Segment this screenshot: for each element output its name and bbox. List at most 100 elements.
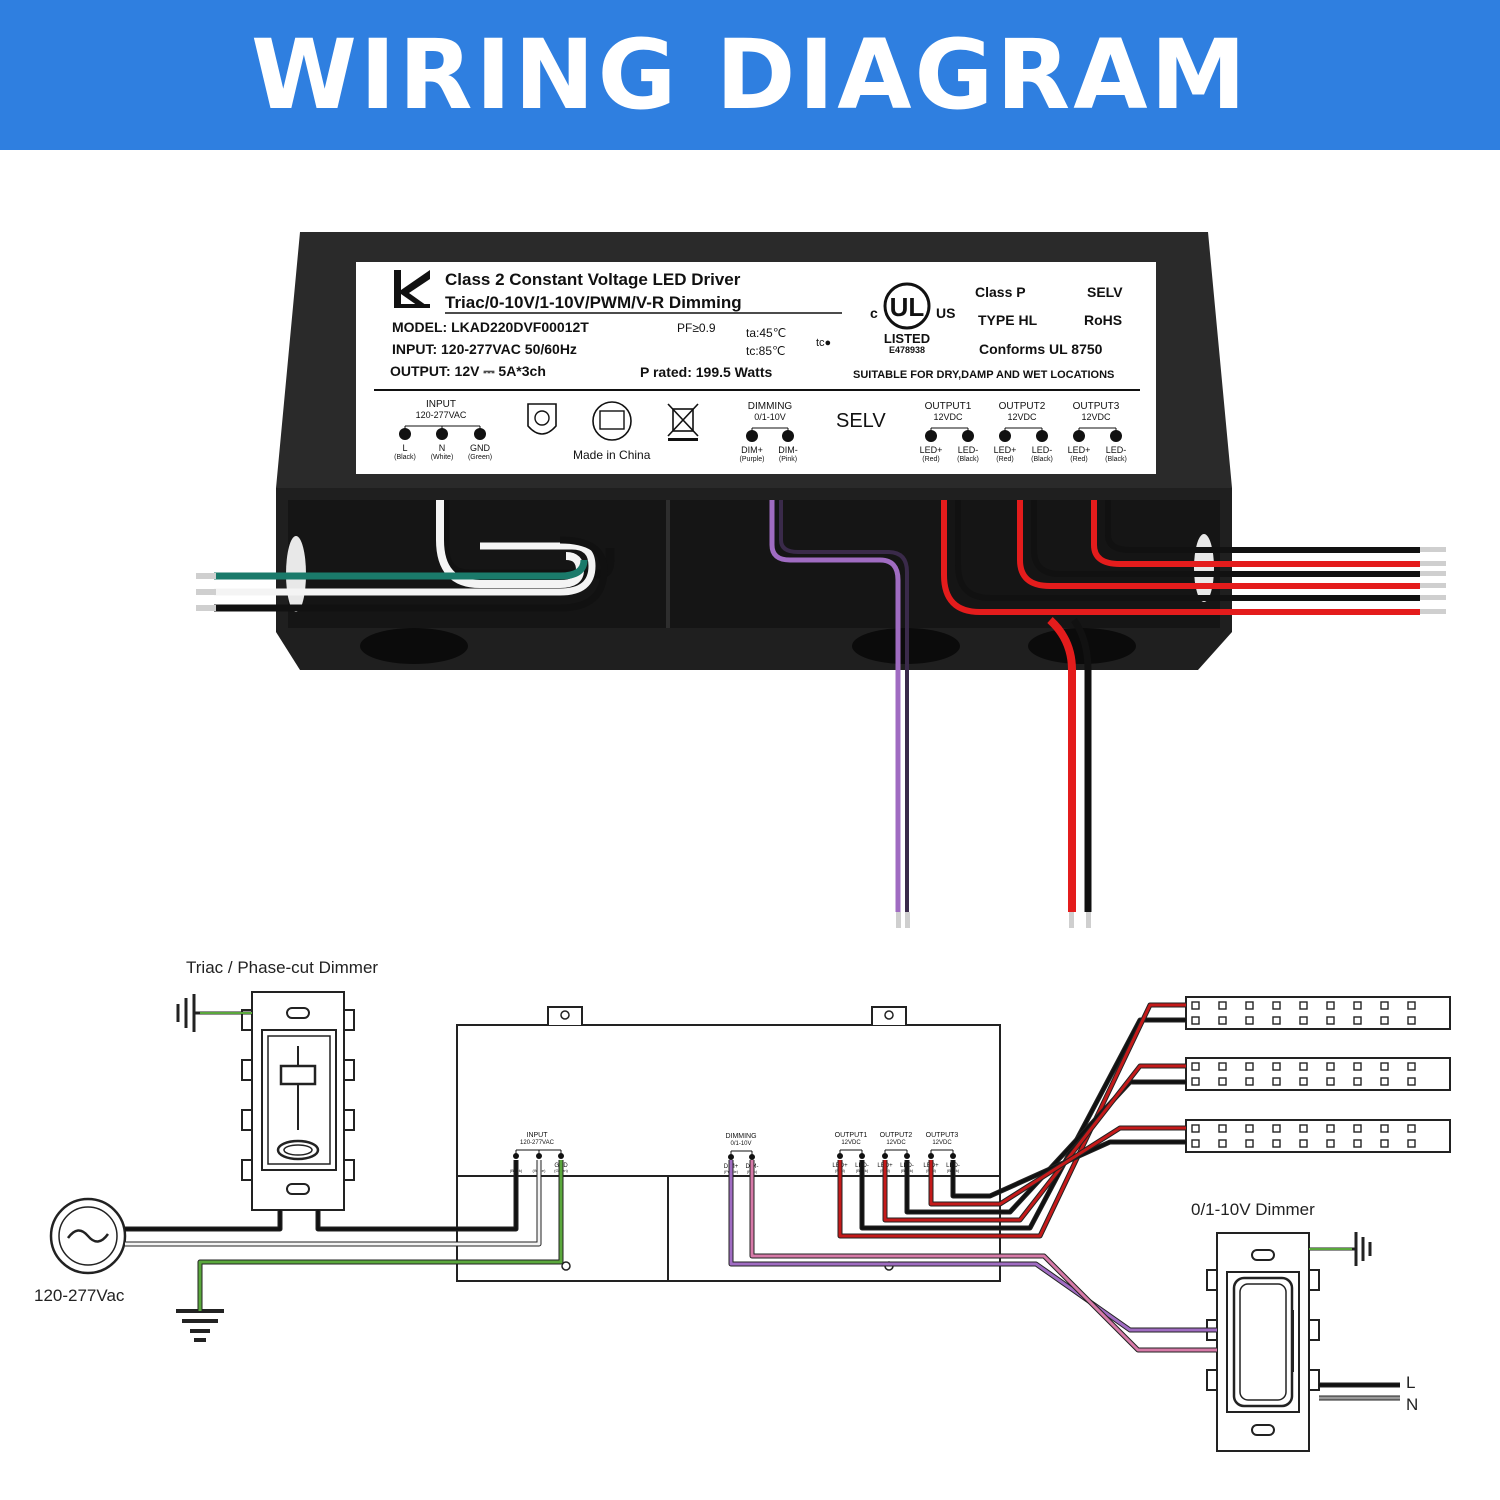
led-chip <box>1380 1062 1389 1071</box>
label-type-hl: TYPE HL <box>978 312 1038 328</box>
schem-wire-line-dimmed <box>316 1160 518 1231</box>
terminal-pin-color: (Black) <box>1105 456 1127 463</box>
led-chip <box>1245 1139 1254 1148</box>
terminal-pin-color: (Black) <box>1031 456 1053 463</box>
wire-tip <box>1420 583 1446 588</box>
photo-wires <box>196 500 1446 928</box>
terminal-pin <box>749 1154 755 1160</box>
led-chip <box>1191 1016 1200 1025</box>
photo-output2-plus <box>1017 500 1420 589</box>
label-rated-power: P rated: 199.5 Watts <box>640 364 772 380</box>
weee-bin-icon <box>667 403 699 441</box>
terminal-pin-color: (Black) <box>394 454 416 461</box>
terminal-pin-name: LED+ <box>1068 445 1091 455</box>
wire-tip <box>1086 912 1091 928</box>
terminal-pin <box>1073 430 1085 442</box>
led-chip <box>1326 1062 1335 1071</box>
terminal-pin <box>399 428 411 440</box>
led-strip <box>1185 1057 1451 1091</box>
led-chip <box>1299 1016 1308 1025</box>
schem-wire-dim-minus <box>750 1160 1217 1352</box>
terminal-pin-color: (Purple) <box>740 456 765 463</box>
led-chip <box>1272 1139 1281 1148</box>
led-chip <box>1299 1077 1308 1086</box>
terminal-group-subtitle: 120-277VAC <box>520 1140 555 1146</box>
terminal-pin-color: (Red) <box>996 456 1014 463</box>
schem-output2-minus <box>905 1080 1186 1214</box>
terminal-pin <box>728 1154 734 1160</box>
terminal-group-subtitle: 12VDC <box>1081 412 1111 422</box>
terminal-group-subtitle: 0/1-10V <box>754 412 786 422</box>
dimmer-ground-icon <box>1309 1232 1372 1266</box>
schem-output2-plus <box>883 1064 1186 1222</box>
photo-wire-dim-plus <box>769 500 901 912</box>
driver-photo: Class 2 Constant Voltage LED Driver Tria… <box>196 232 1446 928</box>
terminal-pin-name: LED- <box>958 445 979 455</box>
terminal-group-subtitle: 120-277VAC <box>416 410 467 420</box>
label-dimming-types: Triac/0-10V/1-10V/PWM/V-R Dimming <box>445 293 742 312</box>
schem-output3-plus <box>929 1126 1186 1206</box>
terminal-pin <box>950 1153 956 1159</box>
indoor-use-icon <box>592 401 632 441</box>
terminal-pin <box>436 428 448 440</box>
label-suitable: SUITABLE FOR DRY,DAMP AND WET LOCATIONS <box>853 369 1114 381</box>
svg-text:LISTED: LISTED <box>884 331 930 346</box>
svg-text:US: US <box>936 305 955 321</box>
terminal-pin <box>782 430 794 442</box>
terminal-pin <box>999 430 1011 442</box>
wire-tip <box>1420 561 1446 566</box>
led-chip <box>1326 1016 1335 1025</box>
led-chip <box>1218 1001 1227 1010</box>
terminal-group-title: INPUT <box>426 399 456 410</box>
terminal-pin-name: LED+ <box>994 445 1017 455</box>
led-chip <box>1407 1001 1416 1010</box>
svg-text:UL: UL <box>890 292 925 322</box>
photo-drop-black <box>1071 617 1092 912</box>
label-ta: ta:45℃ <box>746 326 786 340</box>
led-chip <box>1353 1062 1362 1071</box>
terminal-pin <box>962 430 974 442</box>
terminal-pin <box>558 1153 564 1159</box>
triac-dimmer-label: Triac / Phase-cut Dimmer <box>186 958 378 977</box>
photo-wire-green <box>214 559 588 580</box>
wire-tip <box>905 912 910 928</box>
terminal-pin-name: LED- <box>1032 445 1053 455</box>
terminal-pin <box>474 428 486 440</box>
terminal-group-subtitle: 0/1-10V <box>730 1141 751 1147</box>
svg-text:c: c <box>870 305 878 321</box>
page-title: WIRING DIAGRAM <box>250 19 1250 131</box>
led-chip <box>1407 1062 1416 1071</box>
schematic: Triac / Phase-cut Dimmer 120-277Vac 0/1-… <box>34 958 1451 1452</box>
terminal-pin <box>513 1153 519 1159</box>
led-chip <box>1299 1062 1308 1071</box>
photo-output1-plus <box>941 500 1420 615</box>
terminal-pin <box>882 1153 888 1159</box>
title-banner: WIRING DIAGRAM <box>0 0 1500 150</box>
terminal-group-subtitle: 12VDC <box>933 412 963 422</box>
led-chip <box>1218 1077 1227 1086</box>
led-chip <box>1191 1001 1200 1010</box>
label-tc: tc:85℃ <box>746 344 786 358</box>
wire-tip <box>196 605 216 611</box>
photo-output3-minus <box>1105 500 1420 553</box>
label-conforms: Conforms UL 8750 <box>979 341 1103 357</box>
led-chip <box>1272 1077 1281 1086</box>
led-chip <box>1218 1124 1227 1133</box>
source-label: 120-277Vac <box>34 1286 125 1305</box>
schem-output1-plus <box>838 1003 1186 1238</box>
terminal-pin-color: (Red) <box>922 456 940 463</box>
label-title: Class 2 Constant Voltage LED Driver <box>445 270 741 289</box>
svg-text:E478938: E478938 <box>889 345 925 355</box>
led-chip <box>1326 1001 1335 1010</box>
led-chip <box>1191 1139 1200 1148</box>
terminal-pin-color: (Pink) <box>779 456 797 463</box>
label-rohs: RoHS <box>1084 312 1122 328</box>
led-chip <box>1245 1016 1254 1025</box>
led-chip <box>1380 1139 1389 1148</box>
led-chip <box>1380 1124 1389 1133</box>
terminal-pin-color: (Black) <box>957 456 979 463</box>
terminal-group-subtitle: 12VDC <box>841 1140 861 1146</box>
led-chip <box>1191 1077 1200 1086</box>
